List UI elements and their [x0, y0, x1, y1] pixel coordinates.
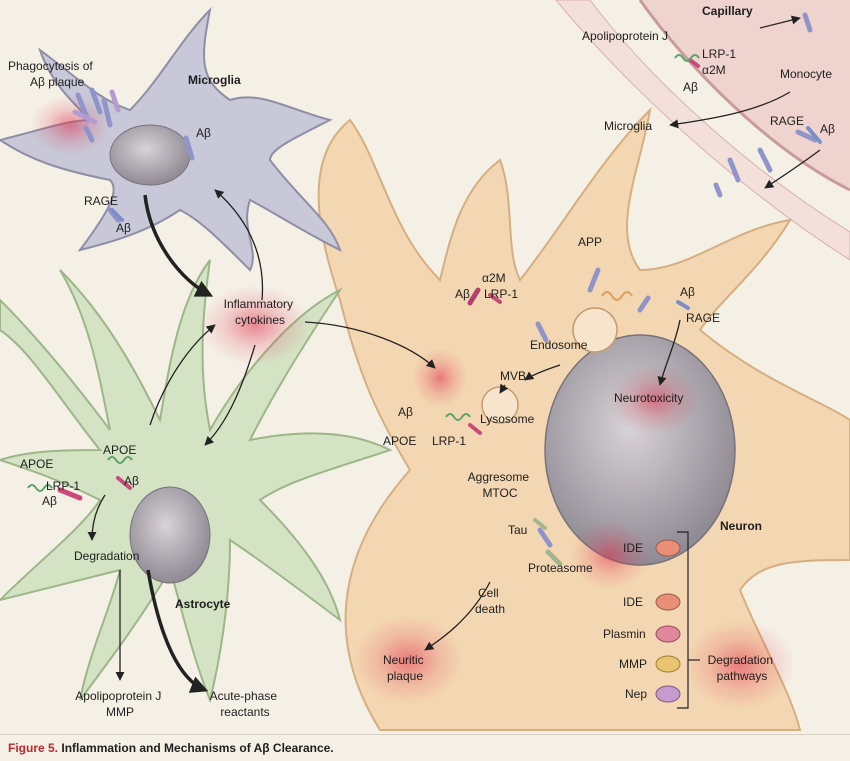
- plasmin-label: Plasmin: [603, 627, 646, 641]
- arrow-capillary-out: [759, 15, 801, 29]
- microglia-capillary-label: Microglia: [604, 119, 652, 133]
- mvb-label: MVB: [500, 369, 526, 383]
- figure-number: Figure 5.: [8, 741, 59, 755]
- pathway-arrows: [87, 15, 821, 693]
- inflammation-glows: [30, 95, 795, 710]
- apoj-mmp-label: Apolipoprotein J MMP: [75, 689, 164, 719]
- arrow-rage-capillary-in: [764, 149, 821, 189]
- arrow-cytokines-to-neuron: [304, 321, 436, 369]
- ab-astrocyte-label: Aβ: [124, 474, 139, 488]
- arrow-mvb-lysosome: [499, 383, 509, 394]
- arrow-cytokines-to-astrocyte: [204, 344, 256, 446]
- inflammatory-cytokines-label: Inflammatory cytokines: [224, 297, 297, 327]
- arrow-rage-neurotoxicity: [657, 319, 681, 386]
- monocyte-label: Monocyte: [780, 67, 832, 81]
- plasmin-enzyme-icon: [655, 625, 681, 643]
- organelles: [481, 307, 618, 424]
- microglia-label: Microglia: [188, 73, 241, 87]
- endosome-label: Endosome: [530, 338, 588, 352]
- apolipoprotein-icons: [27, 54, 700, 492]
- acute-phase-label: Acute-phase reactants: [210, 689, 281, 719]
- neuritic-plaque-label: Neuritic plaque: [383, 653, 427, 683]
- figure-caption: Figure 5. Inflammation and Mechanisms of…: [0, 734, 850, 760]
- degradation-bracket: [677, 531, 689, 709]
- arrow-to-acute-phase: [146, 569, 209, 693]
- receptor-complexes: [57, 58, 822, 530]
- apoe-astrocyte-label: APOE: [103, 443, 136, 457]
- neuron-label: Neuron: [720, 519, 762, 533]
- lrp1-capillary-label: LRP-1: [702, 47, 736, 61]
- tau-label: Tau: [508, 523, 527, 537]
- apoe-neuron-label: APOE: [383, 434, 416, 448]
- capillary-label: Capillary: [702, 4, 753, 18]
- lrp1-a2m-label: LRP-1: [484, 287, 518, 301]
- degradation-pathways-label: Degradation pathways: [708, 653, 777, 683]
- lrp1-left-label: LRP-1: [46, 479, 80, 493]
- diagram-labels: Phagocytosis of Aβ plaque Microglia Aβ R…: [8, 4, 835, 719]
- amyloid-beta-fragments: [72, 12, 818, 567]
- ab-left-label: Aβ: [42, 494, 57, 508]
- ab-rage-microglia-label: Aβ: [116, 221, 131, 235]
- rage-capillary-label: RAGE: [770, 114, 804, 128]
- ide-label-2: IDE: [623, 595, 643, 609]
- ide-enzyme-icon: [655, 593, 681, 611]
- figure-title: Inflammation and Mechanisms of Aβ Cleara…: [61, 741, 334, 755]
- mmp-enzyme-icon: [655, 655, 681, 673]
- lysosome-label: Lysosome: [480, 412, 535, 426]
- ab-apoe-neuron-label: Aβ: [398, 405, 413, 419]
- a2m-neuron-label: α2M: [482, 271, 506, 285]
- ab-rage-neuron-label: Aβ: [680, 285, 695, 299]
- ab-a2m-label: Aβ: [455, 287, 470, 301]
- ab-microglia-label: Aβ: [196, 126, 211, 140]
- neuron-cell: [317, 107, 850, 731]
- arrow-monocyte-microglia: [669, 91, 791, 129]
- cell-death-label: Cell death: [475, 586, 505, 616]
- rage-neuron-label: RAGE: [686, 311, 720, 325]
- mmp-label: MMP: [619, 657, 647, 671]
- enzyme-icons: [655, 539, 681, 703]
- lrp1-neuron-label: LRP-1: [432, 434, 466, 448]
- proteasome-label: Proteasome: [528, 561, 593, 575]
- phagocytosis-label: Phagocytosis of Aβ plaque: [8, 59, 96, 89]
- microglia-cell: [0, 6, 342, 272]
- arrow-cell-death: [424, 581, 491, 651]
- neurotoxicity-label: Neurotoxicity: [614, 391, 683, 405]
- a2m-capillary-label: α2M: [702, 63, 726, 77]
- app-label: APP: [578, 235, 602, 249]
- arrow-to-degradation: [87, 494, 106, 541]
- arrow-microglia-to-cytokines: [143, 194, 214, 297]
- ide-enzyme-icon: [655, 539, 681, 557]
- astrocyte-label: Astrocyte: [175, 597, 231, 611]
- ab-rage-capillary-label: Aβ: [820, 122, 835, 136]
- degradation-label: Degradation: [74, 549, 139, 563]
- arrow-astrocyte-to-cytokines: [149, 324, 216, 426]
- astrocyte-cell: [0, 259, 393, 704]
- ide-label-1: IDE: [623, 541, 643, 555]
- apoe-left-label: APOE: [20, 457, 53, 471]
- nep-enzyme-icon: [655, 685, 681, 703]
- arrow-endosome-mvb: [524, 364, 561, 381]
- nep-label: Nep: [625, 687, 647, 701]
- apoj-capillary-label: Apolipoprotein J: [582, 29, 668, 43]
- rage-microglia-label: RAGE: [84, 194, 118, 208]
- ab-capillary-label: Aβ: [683, 80, 698, 94]
- endosome: [572, 307, 618, 353]
- arrow-cytokines-to-microglia: [214, 189, 264, 301]
- capillary-vessel: [555, 0, 850, 261]
- aggresome-mtoc-label: Aggresome MTOC: [468, 470, 533, 500]
